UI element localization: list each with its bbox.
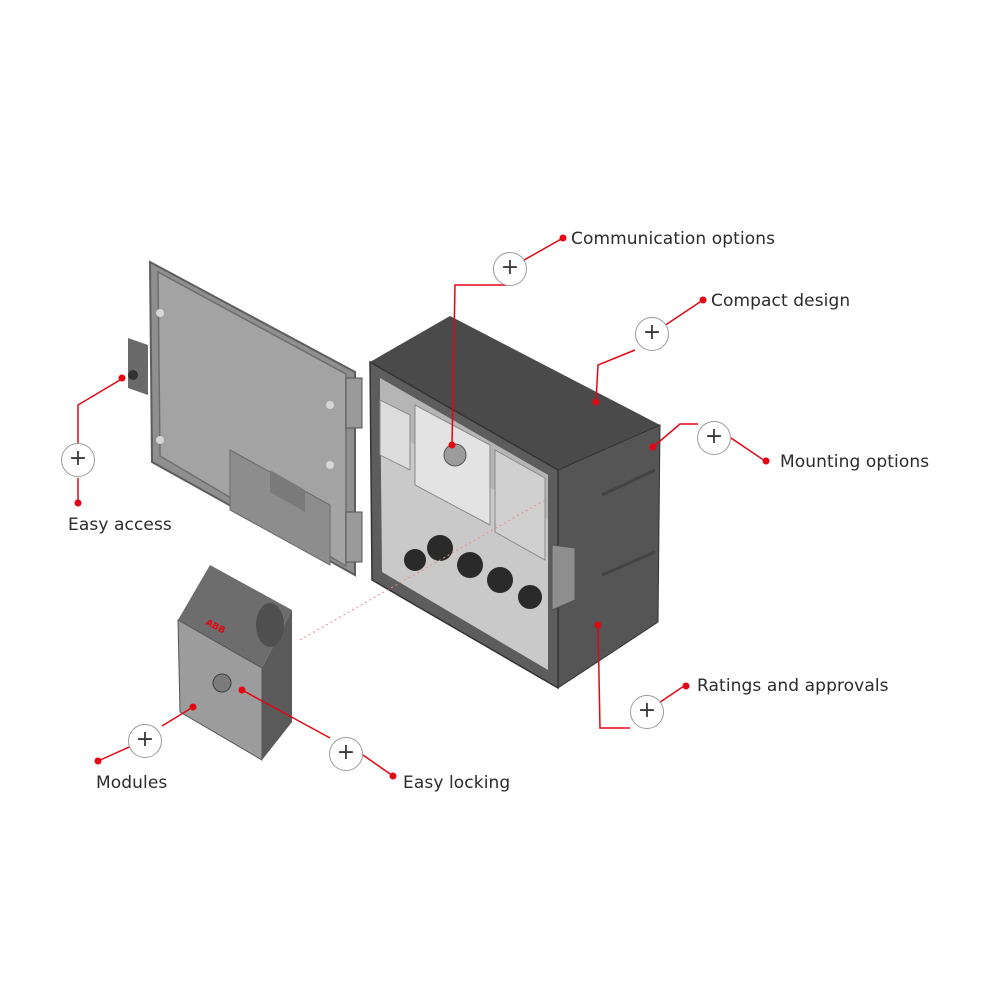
label-modules[interactable]: Modules: [96, 773, 168, 793]
leader-easy-locking: [241, 689, 331, 739]
leader-communication-options-down: [451, 284, 510, 446]
leader-dots: [74, 234, 770, 780]
insertion-guide-line: [299, 499, 546, 641]
label-mounting-options[interactable]: Mounting options: [780, 452, 930, 472]
label-easy-locking[interactable]: Easy locking: [403, 773, 511, 793]
label-communication-options[interactable]: Communication options: [571, 229, 776, 249]
plus-icon: +: [68, 446, 88, 471]
label-ratings-and-approvals[interactable]: Ratings and approvals: [697, 676, 889, 696]
leader-mounting-options-left: [652, 423, 698, 448]
hotspot-ratings-and-approvals[interactable]: +: [630, 695, 664, 729]
plug-in-module: ABB: [177, 565, 292, 761]
hotspot-modules[interactable]: +: [128, 724, 162, 758]
hotspot-easy-access[interactable]: +: [61, 443, 95, 477]
plus-icon: +: [637, 698, 657, 723]
leader-compact-design-down: [595, 349, 636, 403]
hotspot-easy-locking[interactable]: +: [329, 737, 363, 771]
plus-icon: +: [642, 320, 662, 345]
enclosure-box: [369, 316, 661, 690]
plus-icon: +: [704, 424, 724, 449]
label-easy-access[interactable]: Easy access: [68, 515, 172, 535]
leader-mounting-options: [730, 437, 766, 462]
leader-easy-access: [77, 379, 121, 443]
plus-icon: +: [336, 740, 356, 765]
hotspot-compact-design[interactable]: +: [635, 317, 669, 351]
hotspot-communication-options[interactable]: +: [493, 252, 527, 286]
plus-icon: +: [135, 727, 155, 752]
leader-ratings-left: [597, 624, 630, 729]
label-compact-design[interactable]: Compact design: [711, 291, 851, 311]
enclosure-door: [128, 260, 363, 577]
plus-icon: +: [500, 255, 520, 280]
leader-modules-up: [161, 706, 194, 727]
hotspot-mounting-options[interactable]: +: [697, 421, 731, 455]
leader-easy-locking-right: [362, 754, 394, 777]
